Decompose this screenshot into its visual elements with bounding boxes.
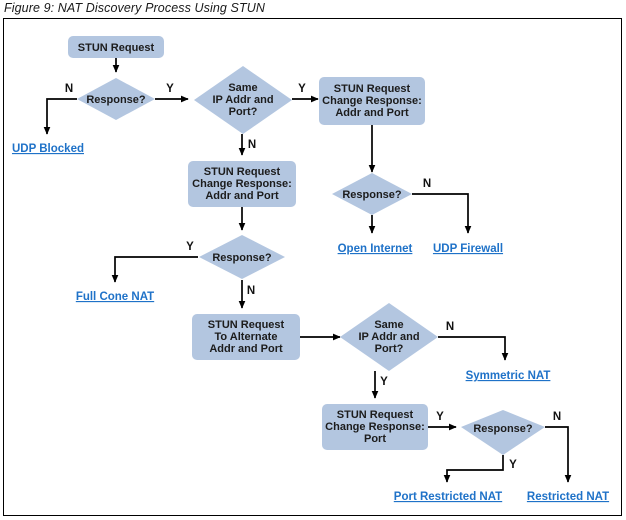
node-alternate-addr-port-shape [192, 314, 300, 360]
node-response-4-shape [461, 410, 545, 455]
node-same-ip-port-1[interactable]: Same IP Addr and Port? [194, 66, 292, 134]
branch-label-same1-no: N [248, 139, 256, 151]
node-response-3-label: Response? [212, 252, 272, 264]
node-response-1[interactable]: Response? [77, 78, 155, 120]
node-change-response-addr-port-top[interactable]: STUN Request Change Response: Addr and P… [319, 77, 425, 125]
edge-response1-no-to-udp-blocked [43, 98, 77, 135]
node-same-ip-port-1-shape [194, 66, 292, 134]
branch-label-same1-yes: Y [298, 83, 306, 95]
branch-label-response3-yes: Y [186, 241, 194, 253]
node-change-response-port-shape [322, 404, 428, 450]
node-change-response-port[interactable]: STUN Request Change Response: Port [322, 404, 428, 450]
edge-response2-no-to-udp-firewall [412, 193, 472, 234]
node-change-mid-line3: Addr and Port [205, 190, 279, 202]
branch-label-response4-yes-in: Y [436, 411, 444, 423]
terminal-restricted-nat[interactable]: Restricted NAT [527, 491, 609, 503]
figure-caption: Figure 9: NAT Discovery Process Using ST… [4, 1, 265, 15]
node-response-3-shape [199, 235, 285, 279]
terminal-udp-firewall[interactable]: UDP Firewall [433, 243, 503, 255]
node-response-3[interactable]: Response? [199, 235, 285, 279]
node-same-ip-port-2-line2: IP Addr and [358, 331, 419, 343]
branch-label-same2-yes: Y [380, 376, 388, 388]
terminal-open-internet[interactable]: Open Internet [338, 243, 413, 255]
edge-response4-no-to-restricted [545, 426, 572, 483]
terminal-full-cone-nat[interactable]: Full Cone NAT [76, 291, 154, 303]
branch-label-same2-no: N [446, 321, 454, 333]
node-response-1-shape [77, 78, 155, 120]
node-same-ip-port-2-line1: Same [374, 319, 403, 331]
node-same-ip-port-2-shape [340, 303, 438, 371]
node-change-port-line2: Change Response: [325, 421, 425, 433]
node-change-mid-line2: Change Response: [192, 178, 292, 190]
branch-label-response4-no: N [553, 411, 561, 423]
node-change-response-addr-port-top-shape [319, 77, 425, 125]
node-change-response-addr-port-mid-shape [188, 161, 296, 207]
node-alternate-line3: Addr and Port [209, 343, 283, 355]
edge-same2-no-to-symmetric [438, 336, 509, 361]
node-alternate-addr-port[interactable]: STUN Request To Alternate Addr and Port [192, 314, 300, 360]
node-stun-request-label: STUN Request [78, 42, 155, 54]
node-change-top-line2: Change Response: [322, 95, 422, 107]
terminal-udp-blocked[interactable]: UDP Blocked [12, 143, 84, 155]
node-change-response-addr-port-mid[interactable]: STUN Request Change Response: Addr and P… [188, 161, 296, 207]
node-same-ip-port-1-line3: Port? [229, 106, 258, 118]
node-response-2[interactable]: Response? [332, 173, 412, 215]
node-alternate-line2: To Alternate [215, 331, 278, 343]
node-response-1-label: Response? [86, 94, 146, 106]
node-change-port-line3: Port [364, 433, 386, 445]
edge-response4-yes-to-port-restricted [443, 455, 504, 483]
node-same-ip-port-1-line1: Same [228, 82, 257, 94]
node-change-port-line1: STUN Request [337, 409, 414, 421]
node-response-2-label: Response? [342, 189, 402, 201]
branch-label-response1-no: N [65, 83, 73, 95]
node-same-ip-port-2[interactable]: Same IP Addr and Port? [340, 303, 438, 371]
node-change-top-line3: Addr and Port [335, 107, 409, 119]
branch-label-response1-yes: Y [166, 83, 174, 95]
node-same-ip-port-2-line3: Port? [375, 343, 404, 355]
terminal-port-restricted-nat[interactable]: Port Restricted NAT [394, 491, 502, 503]
branch-label-response4-yes: Y [509, 459, 517, 471]
node-alternate-line1: STUN Request [208, 319, 285, 331]
terminal-symmetric-nat[interactable]: Symmetric NAT [466, 370, 551, 382]
node-response-2-shape [332, 173, 412, 215]
node-same-ip-port-1-line2: IP Addr and [212, 94, 273, 106]
branch-label-response2-no: N [423, 178, 431, 190]
node-change-mid-line1: STUN Request [204, 166, 281, 178]
node-response-4[interactable]: Response? [461, 410, 545, 455]
node-stun-request[interactable]: STUN Request [68, 36, 164, 58]
branch-label-response3-no: N [247, 285, 255, 297]
node-stun-request-shape [68, 36, 164, 58]
node-response-4-label: Response? [473, 423, 533, 435]
edge-response3-yes-to-full-cone [111, 256, 198, 283]
node-change-top-line1: STUN Request [334, 83, 411, 95]
